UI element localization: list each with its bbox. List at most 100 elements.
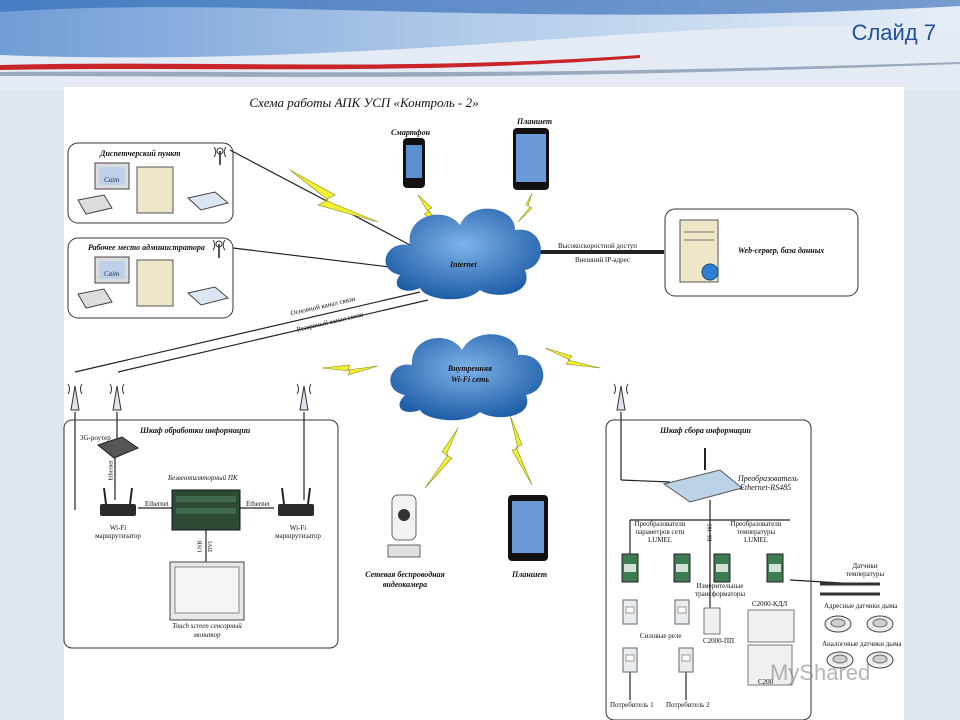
converter-device: [662, 448, 744, 503]
label-admin: Рабочее место администратора: [88, 243, 205, 252]
smartphone-device: [403, 138, 425, 188]
power-relay-2: [678, 647, 694, 673]
box-admin: [67, 237, 234, 319]
label-addr-smoke: Адресные датчики дыма: [824, 602, 898, 610]
touch-monitor-device: [169, 561, 245, 621]
label-camera-2: видеокамера: [382, 580, 428, 589]
box-collection-cabinet: [605, 419, 812, 720]
label-touch-1: Touch screen сенсорный: [172, 622, 242, 630]
camera-device: [387, 494, 421, 558]
antenna-4: [613, 383, 629, 411]
label-conv-temp-2: температуры: [736, 528, 776, 536]
line-ant4-converter: [620, 479, 671, 483]
box-webserver: [664, 208, 859, 297]
label-conv-temp-1: Преобразователи: [730, 520, 782, 528]
label-conv-temp-3: LUMEL: [743, 536, 769, 544]
label-touch-2: монитор: [193, 631, 221, 639]
lumel-temp-2: [766, 553, 784, 583]
line-reserve-channel: [117, 299, 429, 373]
label-ethernet-2: Ethernet: [246, 500, 270, 508]
fanless-pc-device: [171, 489, 241, 531]
tablet-bottom-device: [508, 495, 548, 561]
label-collection-cabinet: Шкаф сбора информации: [660, 426, 751, 435]
dispatch-workstation: [77, 146, 230, 259]
antenna-1: [67, 383, 83, 411]
addr-smoke-2: [866, 615, 894, 633]
label-tablet-top: Планшет: [517, 117, 553, 126]
transformer-2: [674, 599, 690, 625]
diagram-title: Схема работы АПК УСП «Контроль - 2»: [249, 95, 479, 110]
tablet-top-device: [513, 128, 549, 190]
wifi-router-right: [277, 487, 315, 517]
wifi-router-left: [99, 487, 137, 517]
line-main-channel: [74, 291, 421, 373]
bolt-tablet-bottom: [509, 414, 533, 486]
bolt-dispatch: [289, 169, 379, 223]
banner-graphic: [0, 0, 960, 90]
admin-workstation: [77, 256, 230, 309]
label-transformers-2: трансформаторы: [694, 590, 746, 598]
label-webserver: Web-сервер, база данных: [738, 246, 825, 255]
analog-smoke-2: [866, 651, 894, 669]
wifi-cloud: [390, 334, 544, 421]
antenna-3: [296, 383, 312, 411]
label-conv-net-2: параметров сети: [635, 528, 685, 536]
group-boxes: [63, 142, 859, 720]
power-relay-1: [622, 647, 638, 673]
box-processing-cabinet: [63, 419, 339, 649]
header-banner: [0, 0, 960, 90]
label-conv-net-1: Преобразователи: [634, 520, 686, 528]
label-relay: Силовые реле: [640, 632, 682, 640]
label-consumer2: Потребитель 2: [666, 701, 710, 709]
lumel-net-2: [673, 553, 691, 583]
label-link-ip: Внешний IP-адрес: [575, 256, 631, 264]
label-conv-net-3: LUMEL: [647, 536, 673, 544]
slide-number: Слайд 7: [851, 20, 936, 45]
label-consumer1: Потребитель 1: [610, 701, 654, 709]
label-wifi-cloud-2: Wi-Fi сеть: [450, 375, 490, 384]
label-converter-2: Ethernet-RS485: [740, 483, 792, 492]
label-wifi-cloud-1: Внутренняя: [447, 364, 493, 373]
bolt-ant4: [544, 347, 601, 369]
label-c2000kdl: С2000-КДЛ: [752, 600, 788, 608]
addr-smoke-1: [824, 615, 852, 633]
line-dispatch-internet: [229, 149, 411, 246]
label-screen-2: Caim: [104, 270, 120, 278]
label-screen-1: Caim: [104, 176, 120, 184]
label-rs485: RS-485: [707, 523, 714, 542]
line-admin-internet: [232, 247, 399, 269]
lumel-temp-1: [713, 553, 731, 583]
label-internet: Internet: [450, 260, 477, 269]
label-analog-smoke: Аналоговые датчики дыма: [822, 640, 902, 648]
antenna-2: [109, 383, 125, 411]
box-dispatch: [67, 142, 234, 224]
temp-sensor-probes: [820, 582, 880, 596]
c2000pp-device: [703, 607, 721, 635]
label-ethernet-3: Ethernet: [108, 460, 115, 481]
label-smartphone: Смартфон: [391, 128, 431, 137]
router-3g-device: [96, 436, 140, 459]
label-wifi-router-left-1: Wi-Fi: [109, 524, 127, 532]
label-wifi-router-right-2: маршрутизатор: [275, 532, 321, 540]
label-tablet-bottom: Планшет: [512, 570, 548, 579]
label-temp-sensors-1: Датчики: [852, 562, 878, 570]
label-wifi-router-left-2: маршрутизатор: [95, 532, 141, 540]
c2000kdl-device: [747, 609, 795, 643]
label-temp-sensors-2: температуры: [845, 570, 885, 578]
c2000-second-device: [747, 644, 793, 686]
label-dispatch: Диспетчерский пункт: [100, 149, 181, 158]
lumel-net-1: [621, 553, 639, 583]
label-dvi: DVI: [207, 541, 214, 552]
label-fanless-pc: Безвентиляторный ПК: [168, 474, 238, 482]
wireless-links: [289, 169, 601, 489]
bolt-ant3: [321, 364, 379, 376]
internet-cloud: [385, 208, 542, 300]
label-transformers-1: Измерительные: [696, 582, 744, 590]
bolt-camera: [424, 427, 459, 489]
label-wifi-router-right-1: Wi-Fi: [289, 524, 307, 532]
transformer-1: [622, 599, 638, 625]
label-c2000pp: С2000-ПП: [703, 637, 735, 645]
label-c2000-short: С200: [758, 678, 774, 686]
label-processing-cabinet: Шкаф обработки информации: [140, 426, 251, 435]
